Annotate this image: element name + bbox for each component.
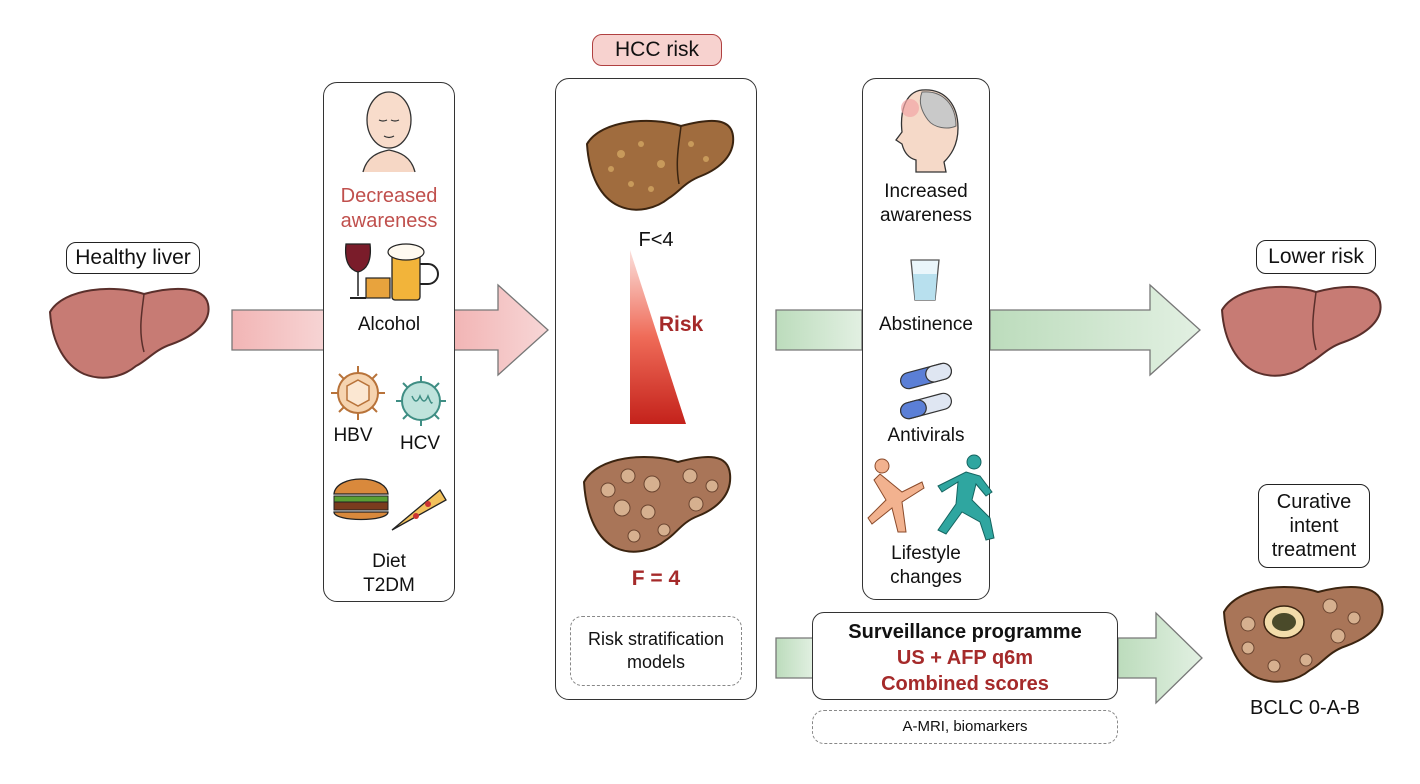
surveillance-extra: A-MRI, biomarkers xyxy=(812,710,1118,744)
lifestyle-label: Lifestyle changes xyxy=(890,543,962,588)
food-icon xyxy=(333,478,447,531)
head-icon xyxy=(895,89,959,173)
hbv-virus-icon xyxy=(331,366,385,420)
increased-awareness-label: Increased awareness xyxy=(880,181,972,226)
bclc-label: BCLC 0-A-B xyxy=(1249,697,1361,719)
tumor-liver-icon xyxy=(1222,586,1384,683)
face-icon xyxy=(362,91,416,173)
risk-triangle xyxy=(630,250,686,424)
alcohol-label: Alcohol xyxy=(357,314,421,335)
hcv-virus-icon xyxy=(396,376,446,426)
fibrotic-liver-icon xyxy=(585,119,735,211)
f-low-label: F<4 xyxy=(638,229,674,251)
water-glass-icon xyxy=(910,259,940,301)
healthy-liver-icon xyxy=(48,287,210,379)
lower-risk-liver-icon xyxy=(1220,285,1382,377)
risk-label: Risk xyxy=(658,313,704,336)
exercise-icon xyxy=(867,454,995,541)
f4-label: F = 4 xyxy=(631,567,681,590)
surveillance-line1: US + AFP q6m xyxy=(896,647,1034,669)
hcc-risk-title: HCC risk xyxy=(592,34,722,66)
abstinence-label: Abstinence xyxy=(878,314,973,335)
pills-icon xyxy=(900,362,952,420)
healthy-liver-label: Healthy liver xyxy=(66,242,200,274)
surveillance-line2: Combined scores xyxy=(881,673,1049,695)
curative-treatment-label: Curative intent treatment xyxy=(1258,484,1370,568)
surveillance-title: Surveillance programme xyxy=(848,621,1082,643)
alcohol-icon xyxy=(344,243,439,301)
antivirals-label: Antivirals xyxy=(887,425,965,446)
hcv-label: HCV xyxy=(399,433,441,454)
lower-risk-label: Lower risk xyxy=(1256,240,1376,274)
decreased-awareness-label: Decreased awareness xyxy=(340,185,438,232)
hbv-label: HBV xyxy=(333,425,373,446)
cirrhotic-liver-icon xyxy=(582,456,732,553)
risk-stratification-models: Risk stratification models xyxy=(570,616,742,686)
surveillance-box xyxy=(812,612,1118,700)
diet-label: Diet T2DM xyxy=(363,551,415,596)
